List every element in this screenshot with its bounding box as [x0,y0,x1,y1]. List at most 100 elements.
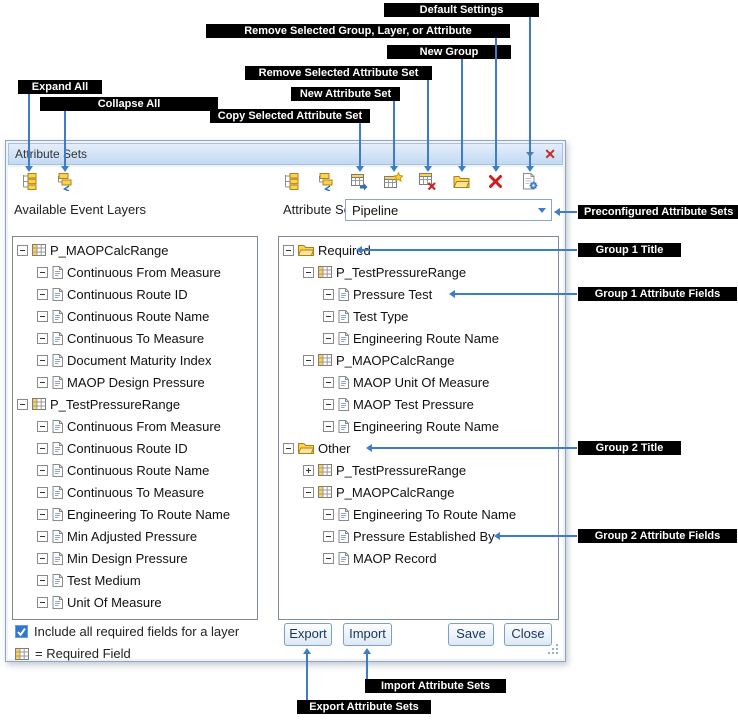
tree-item[interactable]: Pressure Established By [279,525,558,547]
collapse-minus-icon[interactable] [17,244,28,256]
tree-item[interactable]: Continuous From Measure [13,415,257,437]
collapse-minus-icon[interactable] [37,288,48,300]
tree-item[interactable]: Unit Of Measure [13,591,257,613]
tree-item[interactable]: Test Type [279,305,558,327]
tree-item[interactable]: Continuous Route Name [13,459,257,481]
tree-item-label[interactable]: MAOP Test Pressure [353,396,474,412]
collapse-minus-icon[interactable] [37,442,48,454]
save-button[interactable]: Save [448,623,494,646]
tree-item[interactable]: Min Design Pressure [13,547,257,569]
tree-item[interactable]: P_TestPressureRange [279,261,558,283]
tree-item-label[interactable]: Continuous Route ID [67,286,188,302]
tree-item-label[interactable]: Document Maturity Index [67,352,212,368]
tree-item[interactable]: Engineering To Route Name [13,503,257,525]
collapse-minus-icon[interactable] [323,420,334,432]
tree-item[interactable]: Other [279,437,558,459]
collapse-minus-icon[interactable] [37,310,48,322]
tree-item-label[interactable]: Continuous Route Name [67,462,210,478]
collapse-minus-icon[interactable] [37,266,48,278]
collapse-minus-icon[interactable] [323,530,334,542]
tree-item-label[interactable]: Min Design Pressure [67,550,188,566]
tree-item[interactable]: Engineering Route Name [279,327,558,349]
collapse-minus-icon[interactable] [37,574,48,586]
tree-item-label[interactable]: MAOP Design Pressure [67,374,205,390]
new-attribute-set-button[interactable] [384,171,404,191]
include-required-checkbox[interactable] [15,625,28,638]
tree-item-label[interactable]: MAOP Record [353,550,437,566]
tree-item-label[interactable]: P_TestPressureRange [336,462,467,478]
tree-item[interactable]: Engineering To Route Name [279,503,558,525]
chevron-down-icon[interactable] [538,207,546,217]
remove-selected-button[interactable] [486,172,505,191]
collapse-minus-icon[interactable] [323,552,334,564]
tree-item-label[interactable]: MAOP Unit Of Measure [353,374,490,390]
collapse-minus-icon[interactable] [17,398,28,410]
tree-item-label[interactable]: Continuous Route ID [67,440,188,456]
default-settings-button[interactable] [520,172,539,191]
tree-item-label[interactable]: Test Medium [67,572,141,588]
collapse-minus-icon[interactable] [303,266,314,278]
tree-item-label[interactable]: P_TestPressureRange [50,396,181,412]
collapse-minus-icon[interactable] [37,464,48,476]
dialog-close-button[interactable]: ✕ [544,146,556,162]
tree-item-label[interactable]: Min Adjusted Pressure [67,528,198,544]
tree-item-label[interactable]: P_MAOPCalcRange [336,484,455,500]
tree-item-label[interactable]: Continuous From Measure [67,418,221,434]
tree-item[interactable]: Pressure Test [279,283,558,305]
tree-item-label[interactable]: Continuous To Measure [67,484,205,500]
tree-item[interactable]: Min Adjusted Pressure [13,525,257,547]
tree-item-label[interactable]: Engineering Route Name [353,330,499,346]
collapse-minus-icon[interactable] [37,332,48,344]
tree-item-label[interactable]: P_MAOPCalcRange [336,352,455,368]
export-button[interactable]: Export [284,623,332,646]
tree-item[interactable]: MAOP Unit Of Measure [279,371,558,393]
tree-item[interactable]: MAOP Record [279,547,558,569]
remove-attribute-set-button[interactable] [418,172,437,191]
tree-item[interactable]: Continuous Route ID [13,437,257,459]
tree-item-label[interactable]: Other [318,440,351,456]
tree-item[interactable]: MAOP Test Pressure [279,393,558,415]
new-group-button[interactable] [452,172,471,191]
tree-item-label[interactable]: Engineering To Route Name [67,506,231,522]
copy-attribute-set-button[interactable] [350,172,369,191]
collapse-minus-icon[interactable] [323,376,334,388]
collapse-all-button[interactable] [55,172,74,192]
collapse-minus-icon[interactable] [37,376,48,388]
tree-item-label[interactable]: Test Type [353,308,409,324]
tree-item-label[interactable]: Continuous To Measure [67,330,205,346]
collapse-minus-icon[interactable] [283,244,294,256]
tree-item[interactable]: Continuous Route ID [13,283,257,305]
tree-item-label[interactable]: Unit Of Measure [67,594,162,610]
tree-item[interactable]: P_TestPressureRange [13,393,257,415]
tree-item-label[interactable]: Continuous From Measure [67,264,221,280]
tree-item[interactable]: Test Medium [13,569,257,591]
tree-item-label[interactable]: Engineering To Route Name [353,506,517,522]
attribute-set-select[interactable]: Pipeline [345,199,552,221]
collapse-minus-icon[interactable] [323,332,334,344]
resize-grip[interactable] [547,643,560,661]
tree-item[interactable]: Document Maturity Index [13,349,257,371]
set-collapse-all-button[interactable] [316,172,335,192]
collapse-minus-icon[interactable] [37,354,48,366]
tree-item[interactable]: Continuous Route Name [13,305,257,327]
collapse-minus-icon[interactable] [283,442,294,454]
collapse-minus-icon[interactable] [37,486,48,498]
set-expand-all-button[interactable] [282,172,301,191]
collapse-minus-icon[interactable] [37,530,48,542]
tree-item[interactable]: Continuous To Measure [13,481,257,503]
dialog-titlebar[interactable]: Attribute Sets ✕ [8,143,563,165]
collapse-minus-icon[interactable] [303,354,314,366]
tree-item-label[interactable]: P_MAOPCalcRange [50,242,169,258]
tree-item[interactable]: Engineering Route Name [279,415,558,437]
tree-item[interactable]: Continuous To Measure [13,327,257,349]
collapse-minus-icon[interactable] [323,508,334,520]
collapse-minus-icon[interactable] [37,508,48,520]
close-button[interactable]: Close [504,623,552,646]
tree-item[interactable]: P_TestPressureRange [279,459,558,481]
tree-item-label[interactable]: Continuous Route Name [67,308,210,324]
collapse-minus-icon[interactable] [37,420,48,432]
collapse-minus-icon[interactable] [323,398,334,410]
tree-item-label[interactable]: Pressure Established By [353,528,495,544]
expand-plus-icon[interactable] [303,464,314,476]
tree-item[interactable]: P_MAOPCalcRange [279,349,558,371]
